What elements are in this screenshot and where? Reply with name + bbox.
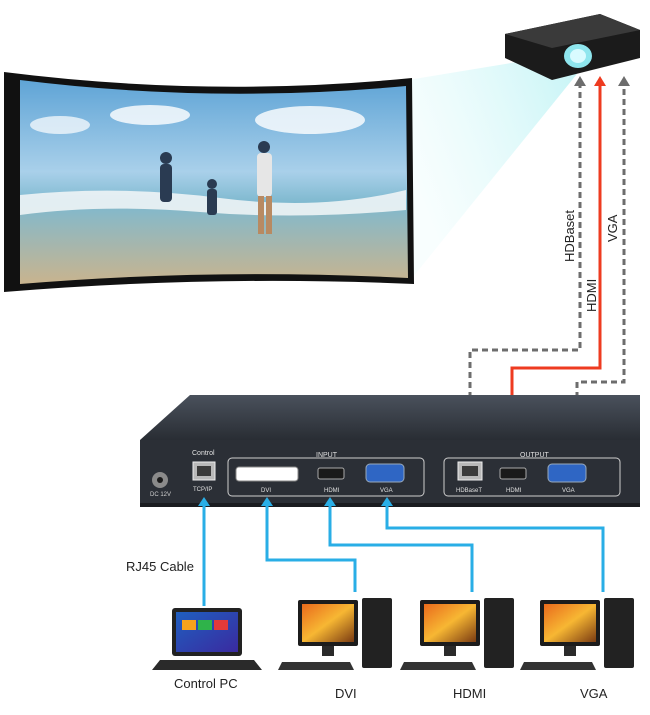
computer-vga-icon bbox=[520, 598, 634, 670]
input-hdmi-label: HDMI bbox=[324, 488, 340, 494]
control-pc-label: Control PC bbox=[174, 676, 238, 691]
hdmi-input-cable-line bbox=[328, 504, 474, 592]
control-group-label: Control bbox=[192, 450, 215, 457]
output-vga-port[interactable] bbox=[547, 463, 587, 483]
projector bbox=[505, 14, 640, 80]
input-dvi-port[interactable] bbox=[235, 466, 299, 482]
output-hdmi-label: HDMI bbox=[506, 488, 522, 494]
input-group-frame bbox=[227, 457, 425, 497]
input-vga-port[interactable] bbox=[365, 463, 405, 483]
output-hdbaset-label: HDBaseT bbox=[456, 488, 482, 494]
input-vga-label: VGA bbox=[380, 488, 393, 494]
input-arrowheads bbox=[198, 497, 393, 506]
computer-hdmi-label: HDMI bbox=[453, 686, 486, 701]
hdmi-cable-label: HDMI bbox=[584, 279, 599, 312]
vga-input-cable-line bbox=[385, 504, 605, 592]
rj45-cable-label: RJ45 Cable bbox=[126, 559, 194, 574]
projection-screen bbox=[4, 72, 414, 292]
output-hdmi-port[interactable] bbox=[499, 467, 527, 480]
computer-vga-label: VGA bbox=[580, 686, 608, 701]
computer-dvi-label: DVI bbox=[335, 686, 357, 701]
output-group-frame bbox=[443, 457, 621, 497]
power-jack[interactable] bbox=[152, 472, 168, 488]
input-dvi-label: DVI bbox=[261, 488, 271, 494]
computer-dvi-icon bbox=[278, 598, 392, 670]
hdbaset-cable-label: HDBaset bbox=[562, 210, 577, 262]
vga-cable-label: VGA bbox=[605, 214, 620, 242]
projector-beam bbox=[408, 52, 585, 283]
output-group-label: OUTPUT bbox=[520, 452, 550, 459]
power-label: DC 12V bbox=[150, 492, 171, 498]
tcpip-port-label: TCP/IP bbox=[193, 487, 212, 493]
hdbaset-cable-line bbox=[468, 86, 582, 448]
laptop-icon bbox=[152, 608, 262, 670]
computer-hdmi-icon bbox=[400, 598, 514, 670]
family-figures bbox=[160, 141, 272, 234]
output-vga-label: VGA bbox=[562, 488, 575, 494]
input-cables bbox=[202, 504, 605, 606]
input-hdmi-port[interactable] bbox=[317, 467, 345, 480]
input-group-label: INPUT bbox=[316, 452, 338, 459]
dvi-cable-line bbox=[265, 504, 357, 592]
